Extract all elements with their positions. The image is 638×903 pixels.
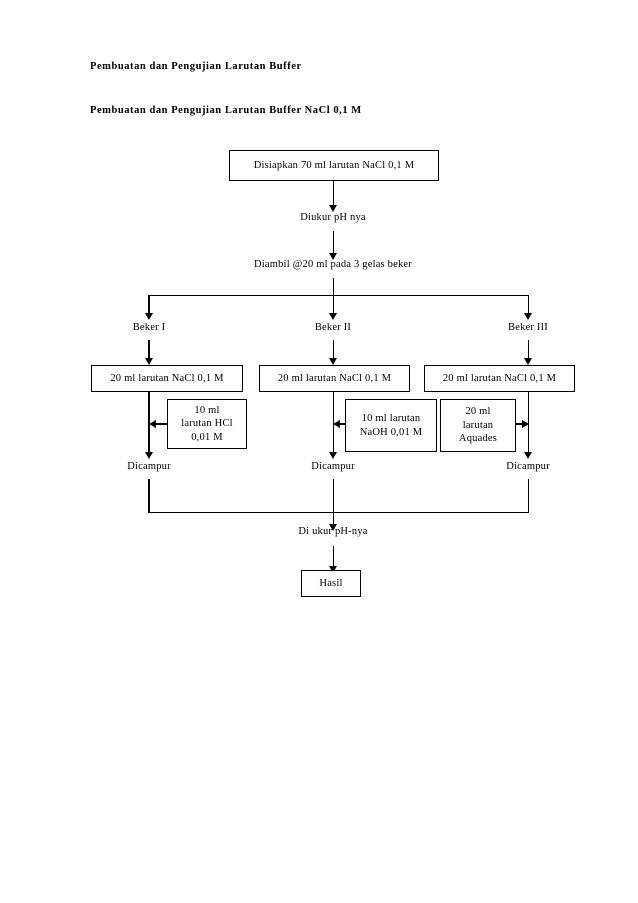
start-box: Disiapkan 70 ml larutan NaCl 0,1 M [229, 150, 439, 181]
reagent-naoh-line-2: NaOH 0,01 M [359, 426, 423, 438]
arrow-down-icon [145, 313, 153, 320]
reagent-hcl-line-3: 0,01 M [191, 431, 223, 443]
reagent-box-hcl: 10 ml larutan HCl 0,01 M [167, 399, 247, 449]
arrow-left-icon [149, 420, 156, 428]
arrow-down-icon [329, 205, 338, 212]
merge-drop-three [528, 479, 530, 513]
result-box-label: Hasil [319, 577, 343, 589]
connector-ph-to-split [333, 231, 335, 255]
reagent-naoh-connector [337, 423, 345, 425]
beaker-box-one-label: 20 ml larutan NaCl 0,1 M [110, 372, 224, 384]
arrow-down-icon [524, 313, 533, 320]
branch-drop-one [148, 295, 150, 315]
beaker-box-three-label: 20 ml larutan NaCl 0,1 M [442, 372, 557, 384]
connector-beaker-two [333, 340, 335, 361]
branch-drop-three [528, 295, 530, 315]
arrow-down-icon [329, 358, 338, 365]
arrow-down-icon [329, 313, 338, 320]
reagent-box-naoh-label: 10 ml larutan NaOH 0,01 M [354, 412, 429, 439]
reagent-hcl-line-2: larutan HCl [181, 418, 233, 430]
beaker-box-two: 20 ml larutan NaCl 0,1 M [259, 365, 410, 392]
arrow-down-icon [329, 524, 338, 531]
step-final-ph-label: Di ukur pH-nya [298, 526, 368, 537]
reagent-hcl-line-1: 10 ml [194, 404, 220, 416]
connector-beaker-three [528, 340, 530, 361]
connector-one-to-mix [148, 392, 150, 455]
connector-start-to-ph [333, 181, 335, 207]
arrow-right-icon [522, 420, 529, 428]
beaker-label-one: Beker I [132, 322, 166, 333]
beaker-box-one: 20 ml larutan NaCl 0,1 M [91, 365, 243, 392]
arrow-left-icon [333, 420, 340, 428]
beaker-label-two: Beker II [314, 322, 352, 333]
beaker-box-three: 20 ml larutan NaCl 0,1 M [424, 365, 575, 392]
merge-drop-two [333, 479, 335, 527]
reagent-hcl-connector [153, 423, 167, 425]
page-title: Pembuatan dan Pengujian Larutan Buffer [90, 61, 302, 72]
branch-bus-line [149, 295, 529, 297]
arrow-down-icon [524, 358, 533, 365]
branch-drop-two [333, 295, 335, 315]
reagent-box-naoh: 10 ml larutan NaOH 0,01 M [345, 399, 437, 452]
section-title: Pembuatan dan Pengujian Larutan Buffer N… [90, 105, 362, 116]
arrow-down-icon [329, 452, 338, 459]
reagent-aquades-connector [516, 423, 526, 425]
mix-label-one: Dicampur [127, 461, 171, 472]
beaker-box-two-label: 20 ml larutan NaCl 0,1 M [277, 372, 392, 384]
connector-ph-to-result [333, 546, 335, 570]
arrow-down-icon [524, 452, 533, 459]
result-box: Hasil [301, 570, 361, 597]
step-measure-ph-label: Diukur pH nya [300, 212, 366, 223]
reagent-box-aquades: 20 ml larutan Aquades [440, 399, 516, 452]
beaker-label-three: Beker III [508, 322, 548, 333]
mix-label-three: Dicampur [506, 461, 550, 472]
merge-bus-line [148, 512, 530, 514]
arrow-down-icon [145, 452, 153, 459]
arrow-down-icon [145, 358, 153, 365]
connector-beaker-one [148, 340, 150, 361]
connector-split-to-bus [333, 278, 335, 296]
start-box-label: Disiapkan 70 ml larutan NaCl 0,1 M [253, 159, 415, 171]
reagent-naoh-line-1: 10 ml larutan [361, 413, 421, 425]
reagent-box-aquades-label: 20 ml larutan Aquades [453, 405, 503, 445]
reagent-aquades-line-2: larutan [462, 419, 494, 431]
reagent-aquades-line-3: Aquades [458, 433, 498, 445]
reagent-box-hcl-label: 10 ml larutan HCl 0,01 M [175, 404, 238, 444]
arrow-down-icon [329, 566, 338, 573]
merge-drop-one [148, 479, 150, 513]
mix-label-two: Dicampur [311, 461, 355, 472]
reagent-aquades-line-1: 20 ml [465, 406, 491, 418]
arrow-down-icon [329, 253, 338, 260]
step-split-label: Diambil @20 ml pada 3 gelas beker [254, 259, 412, 270]
